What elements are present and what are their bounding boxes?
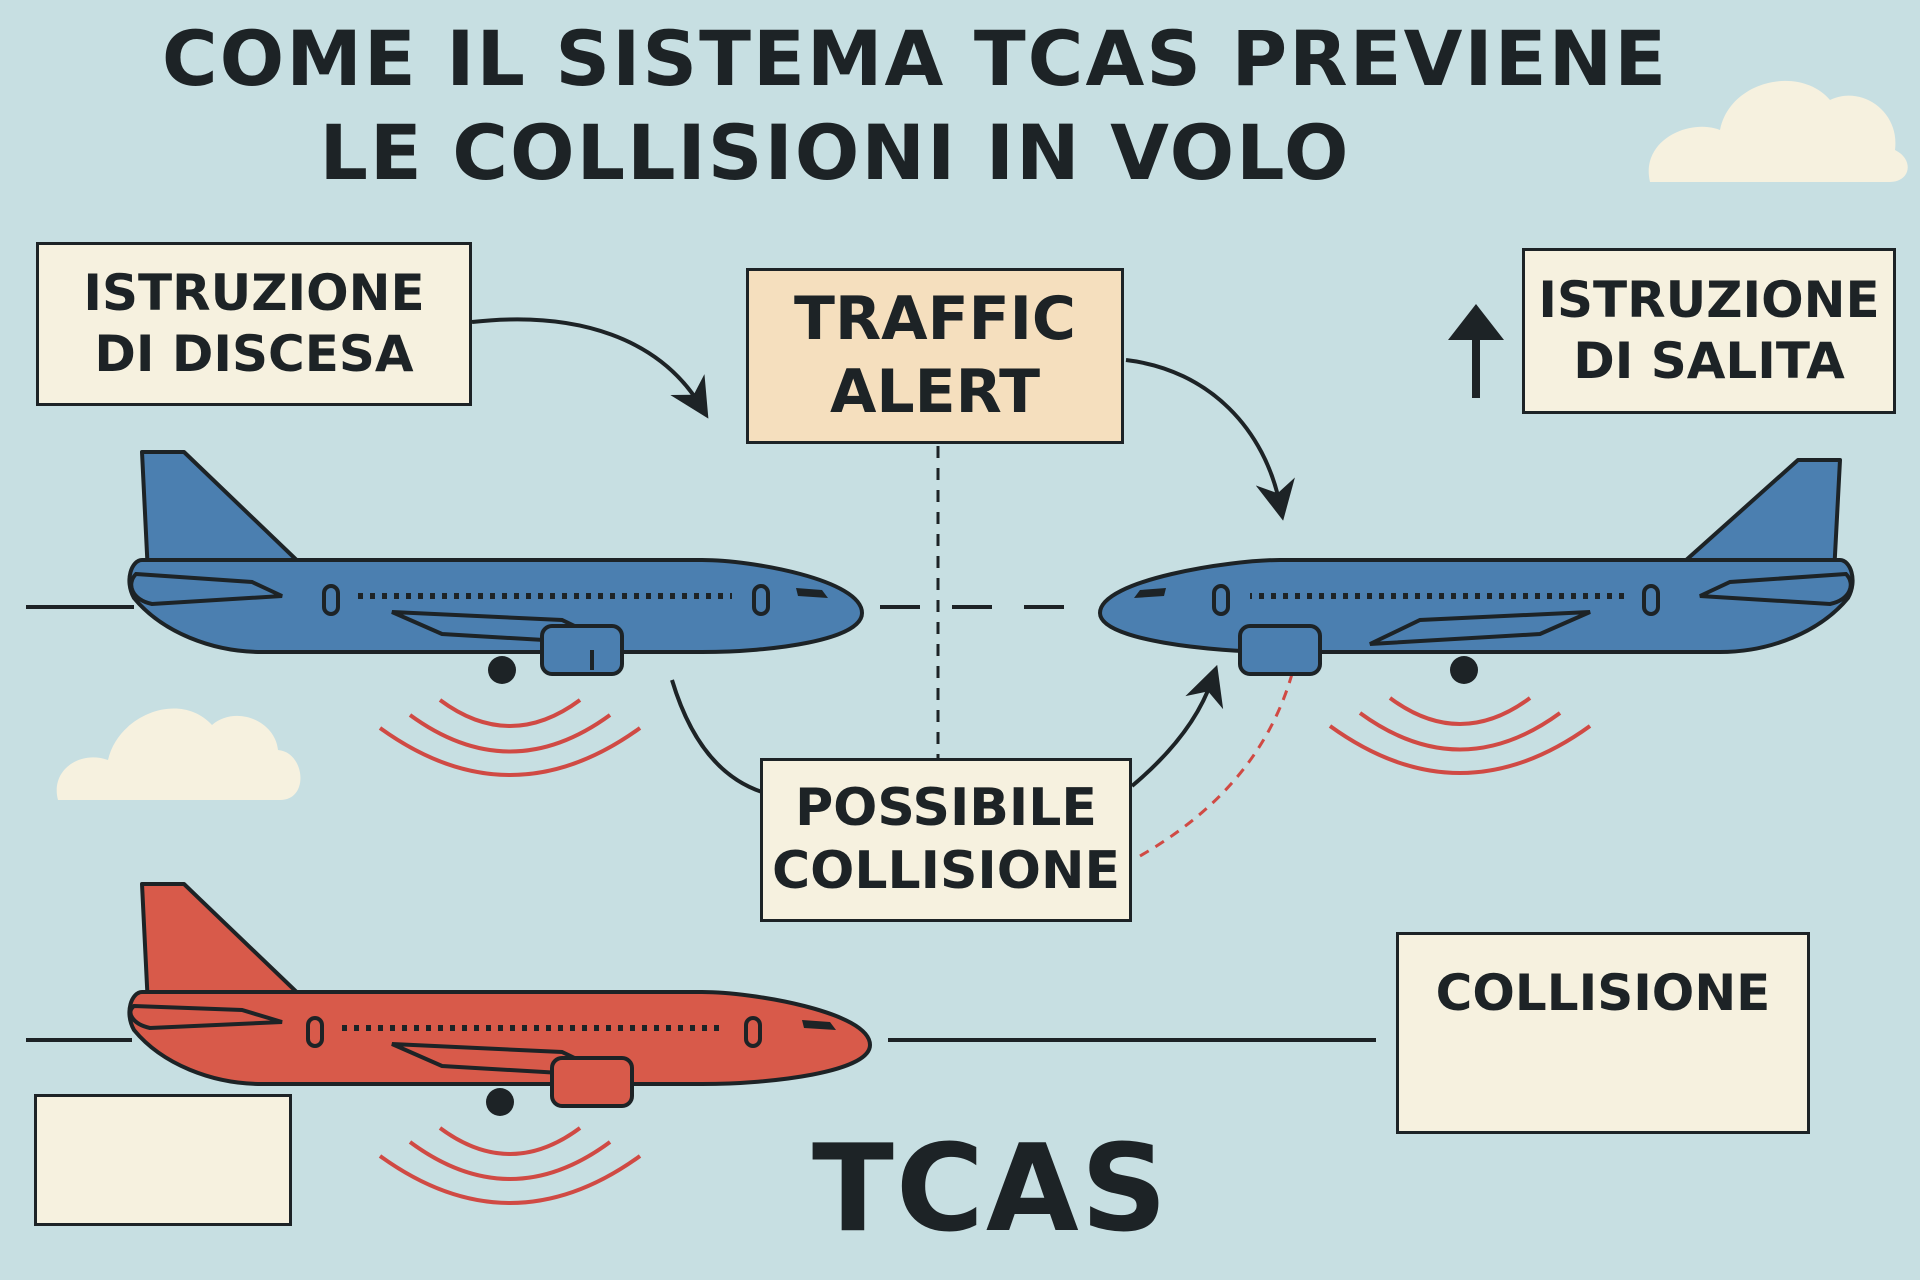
traffic-alert-line-2: ALERT (829, 357, 1041, 427)
traffic-alert-box: TRAFFIC ALERT (746, 268, 1124, 444)
traffic-alert-line-1: TRAFFIC (794, 283, 1076, 354)
airplane-icon (127, 882, 873, 1116)
arrow-possible-to-plane (1130, 664, 1224, 788)
up-arrow-icon (1448, 304, 1504, 398)
descent-label-line-1: ISTRUZIONE (83, 264, 425, 322)
possible-collision-line-2: COLLISIONE (771, 841, 1121, 901)
red-dashed-arrow (1139, 673, 1294, 858)
signal-waves-icon (378, 698, 642, 777)
cloud-icon (56, 708, 301, 800)
airplane-icon (1097, 458, 1855, 684)
signal-waves-icon (1328, 696, 1592, 775)
climb-label-line-1: ISTRUZIONE (1538, 271, 1880, 329)
tcas-display-box (34, 1094, 292, 1226)
descent-label-line-2: DI DISCESA (94, 325, 414, 383)
page-title-line-2: LE COLLISIONI IN VOLO (319, 108, 1351, 197)
possible-collision-line-1: POSSIBILE (795, 777, 1097, 838)
signal-waves-icon (378, 1126, 642, 1205)
arrow-alert-to-plane (1125, 358, 1295, 521)
arrow-descent-to-alert (471, 317, 709, 419)
arrow-plane-to-possible (670, 679, 763, 794)
climb-instruction-box: ISTRUZIONE DI SALITA (1522, 248, 1896, 414)
flight-path-lines (26, 605, 1376, 1042)
climb-label-line-2: DI SALITA (1573, 332, 1845, 390)
possible-collision-box: POSSIBILE COLLISIONE (760, 758, 1132, 922)
collision-label: COLLISIONE (1435, 964, 1771, 1022)
airplane-icon (127, 450, 865, 684)
cloud-icon (1648, 80, 1908, 182)
page-title-line-1: COME IL SISTEMA TCAS PREVIENE (161, 14, 1669, 103)
tcas-label: TCAS (812, 1120, 1170, 1259)
collision-box: COLLISIONE (1396, 932, 1810, 1134)
descent-instruction-box: ISTRUZIONE DI DISCESA (36, 242, 472, 406)
